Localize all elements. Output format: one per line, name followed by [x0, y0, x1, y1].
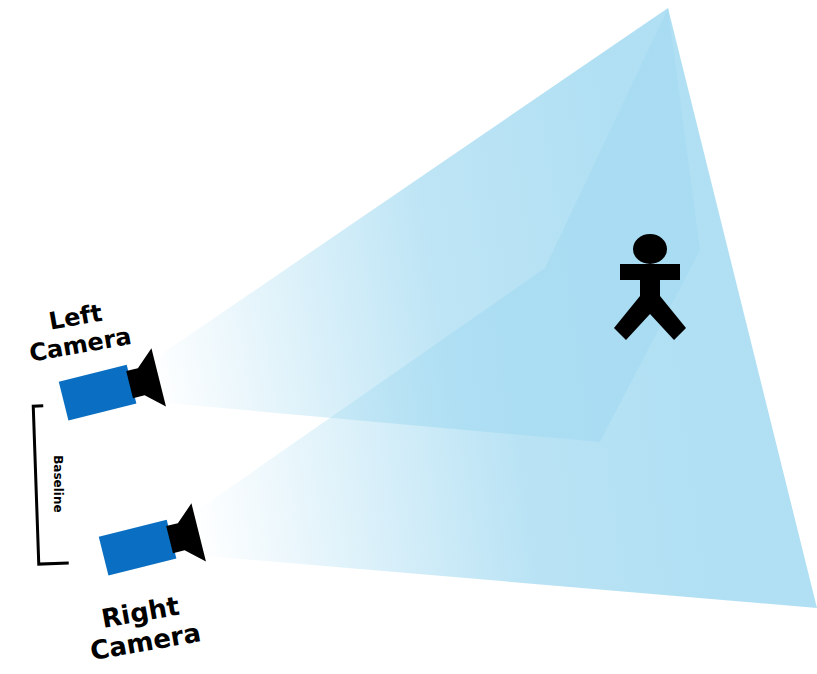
left-camera: [56, 348, 166, 430]
right-camera: [96, 503, 206, 585]
right-view-cone: [195, 8, 817, 608]
camera-label: Left Camera: [9, 294, 147, 371]
baseline-label: Baseline: [50, 429, 64, 539]
camera-label: Right Camera: [64, 586, 222, 671]
person-figure: [614, 234, 686, 340]
baseline-bracket: [33, 405, 68, 564]
